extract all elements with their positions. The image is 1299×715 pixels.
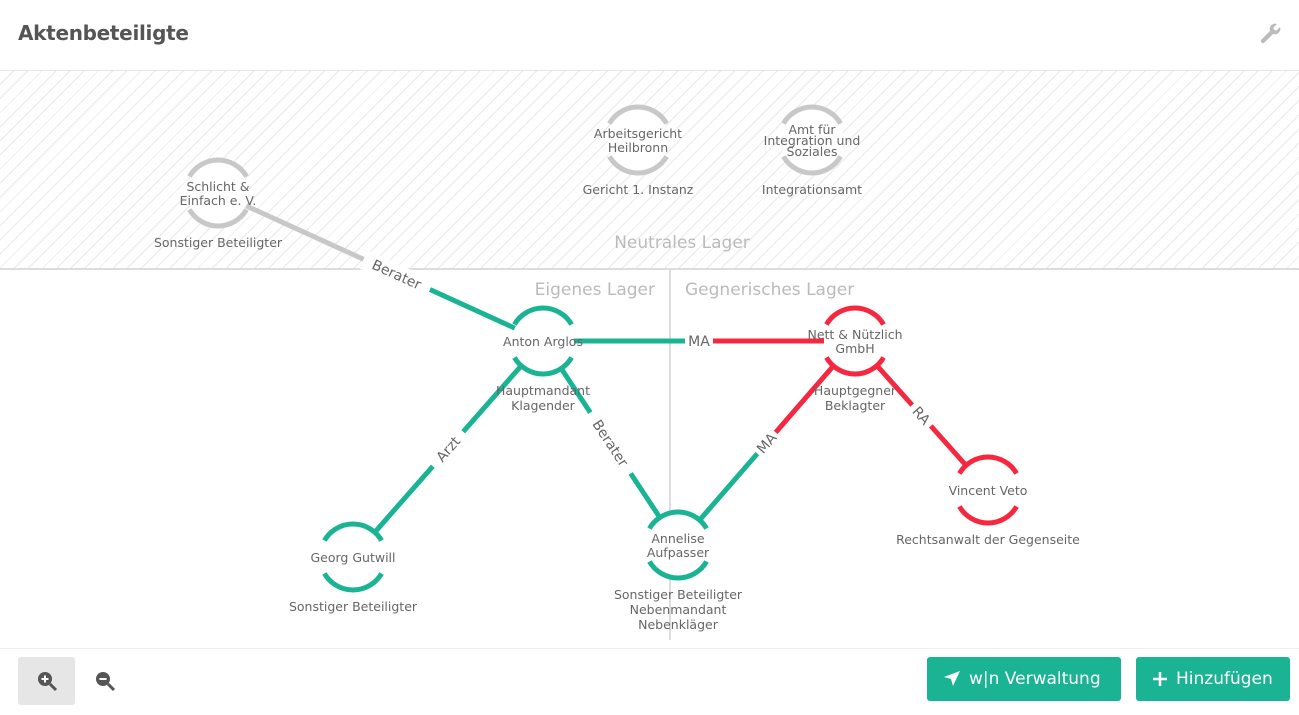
zone-label-opposing: Gegnerisches Lager [685, 280, 854, 300]
wn-verwaltung-button[interactable]: w|n Verwaltung [927, 657, 1121, 701]
zone-label-neutral: Neutrales Lager [614, 233, 750, 253]
wrench-icon[interactable] [1259, 22, 1283, 46]
zoom-in-button[interactable] [18, 657, 75, 705]
node-ring-top [957, 454, 1019, 475]
node-name: Amt für [788, 122, 836, 137]
node-ring-top [781, 104, 843, 125]
node-ring-bottom [647, 560, 709, 581]
footer-toolbar: w|n Verwaltung Hinzufügen [0, 648, 1299, 715]
add-label: Hinzufügen [1176, 669, 1273, 689]
node-ring-bottom [187, 208, 249, 229]
node-name: Georg Gutwill [310, 550, 395, 565]
wn-verwaltung-label: w|n Verwaltung [969, 669, 1101, 689]
node-name: Vincent Veto [949, 483, 1028, 498]
node-ring-top [322, 521, 384, 542]
node-role: Nebenkläger [638, 617, 719, 632]
page-title: Aktenbeteiligte [18, 21, 189, 45]
node-ring-bottom [824, 356, 886, 377]
node-ring-bottom [607, 155, 669, 176]
zoom-in-icon [37, 672, 57, 692]
node-role: Integrationsamt [762, 182, 862, 197]
node-ring-top [607, 104, 669, 125]
zoom-out-icon [95, 672, 115, 692]
node-role: Gericht 1. Instanz [583, 182, 694, 197]
node-role: Hauptmandant [496, 383, 590, 398]
node-ring-top [512, 305, 574, 326]
node-role: Beklagter [825, 398, 886, 413]
node-ring-top [647, 509, 709, 530]
node-name: Soziales [787, 144, 838, 159]
node-role: Hauptgegner [814, 383, 897, 398]
node-name: Schlicht & [186, 179, 249, 194]
node-name: Nett & Nützlich [807, 327, 902, 342]
node-name: Annelise [651, 531, 705, 546]
add-button[interactable]: Hinzufügen [1136, 657, 1290, 701]
node-name: Arbeitsgericht [594, 126, 682, 141]
node-role: Sonstiger Beteiligter [614, 587, 743, 602]
node-name: Heilbronn [608, 140, 668, 155]
node-name: GmbH [835, 341, 874, 356]
node-name: Anton Arglos [503, 334, 583, 349]
edge-label-bg [425, 425, 471, 473]
node-ring-bottom [322, 572, 384, 593]
node-role: Klagender [511, 398, 576, 413]
node-role: Rechtsanwalt der Gegenseite [896, 532, 1080, 547]
zone-label-own: Eigenes Lager [535, 280, 655, 300]
edge-anton-georg[interactable]: Arzt [351, 339, 545, 559]
header: Aktenbeteiligte [0, 0, 1299, 71]
node-ring-top [187, 157, 249, 178]
node-role: Sonstiger Beteiligter [289, 599, 418, 614]
node-role: Sonstiger Beteiligter [154, 235, 283, 250]
edge-schlicht-anton[interactable]: Berater [216, 190, 545, 344]
edge-label-bg [359, 250, 435, 299]
zoom-out-button[interactable] [76, 657, 133, 705]
node-name: Integration und [764, 133, 861, 148]
node-role: Nebenmandant [630, 602, 727, 617]
node-schlicht[interactable]: Schlicht &Einfach e. V. Sonstiger Beteili… [154, 157, 283, 250]
edge-label-bg [685, 331, 713, 351]
edge-label: MA [688, 334, 710, 350]
edge-label-bg [904, 398, 939, 433]
plus-icon [1153, 672, 1167, 686]
edge-label-bg [749, 425, 784, 461]
node-name: Einfach e. V. [180, 193, 257, 208]
edge-anton-annelise[interactable]: Berater [540, 339, 681, 547]
node-ring-bottom [957, 505, 1019, 526]
edge-label-bg [582, 407, 639, 479]
node-ring-bottom [512, 356, 574, 377]
send-icon [944, 671, 960, 686]
node-name: Aufpasser [647, 545, 710, 560]
node-ring-top [824, 305, 886, 326]
node-ring-bottom [781, 155, 843, 176]
edge-label: Berater [369, 257, 424, 293]
edge-annelise-nett[interactable]: MA [676, 339, 857, 547]
relationship-graph: Neutrales Lager Eigenes Lager Gegnerisch… [154, 104, 1080, 640]
